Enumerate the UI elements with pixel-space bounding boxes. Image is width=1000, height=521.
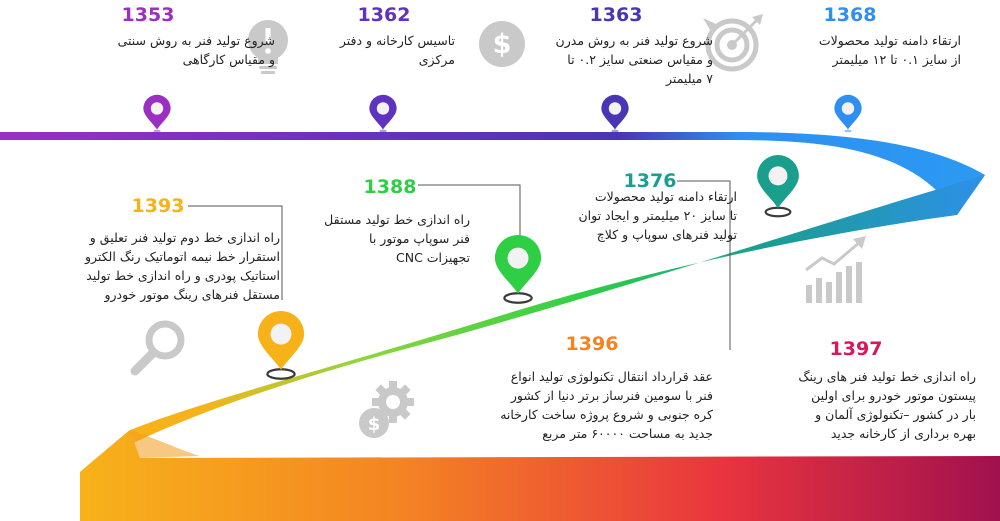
- road-middle-band: [80, 175, 985, 472]
- road: [0, 132, 1000, 521]
- lightbulb-icon: [248, 20, 288, 74]
- milestone-description-line: تجهیزات CNC: [395, 250, 470, 265]
- milestone-description-line: ۷ میلیمتر: [666, 71, 713, 86]
- milestone-description-line: استقرار خط نیمه اتوماتیک رنگ الکترو: [84, 249, 280, 264]
- milestone-year-1388: 1388: [363, 176, 417, 198]
- map-pin-icon: [369, 94, 397, 133]
- map-pin-icon: [143, 94, 171, 133]
- milestone-year-1363: 1363: [589, 4, 643, 26]
- milestone-description-1396: عقد قرارداد انتقال تکنولوژی تولید انواع ف…: [476, 367, 713, 443]
- milestone-description-line: بار در کشور –تکنولوژی آلمان و: [815, 407, 976, 422]
- svg-text:$: $: [493, 29, 512, 60]
- milestone-description-line: و مقیاس کارگاهی: [182, 52, 275, 67]
- milestone-description-line: ارتقاء دامنه تولید محصولات: [594, 189, 737, 204]
- milestone-description-line: شروع تولید فنر به روش مدرن: [555, 33, 713, 48]
- milestone-year-1396: 1396: [565, 333, 619, 355]
- connector-1393: [188, 205, 283, 300]
- milestone-description-line: جدید به مساحت ۶۰۰۰۰ متر مربع: [542, 426, 713, 441]
- milestone-description-1362: تاسیس کارخانه و دفتر مرکزی: [310, 31, 455, 69]
- milestone-year-1368: 1368: [823, 4, 877, 26]
- milestone-description-line: تاسیس کارخانه و دفتر: [339, 33, 455, 48]
- gear-dollar-icon: $: [359, 381, 414, 438]
- milestone-description-line: تا سایز ۲۰ میلیمتر و ایجاد توان: [578, 208, 737, 223]
- milestone-year-1397: 1397: [829, 338, 883, 360]
- milestone-description-line: کره جنوبی و شروع پروژه ساخت کارخانه: [500, 407, 713, 422]
- milestone-description-line: تولید فنرهای سوپاپ و کلاچ: [596, 227, 737, 242]
- milestone-description-line: از سایز ۰.۱ تا ۱۲ میلیمتر: [832, 52, 961, 67]
- connector-1388: [418, 184, 521, 236]
- map-pin-icon: [601, 94, 629, 133]
- bar-chart-icon: [805, 236, 866, 303]
- milestone-description-1397: راه اندازی خط تولید فنر های رینگ پیستون م…: [766, 367, 976, 443]
- milestone-year-1362: 1362: [357, 4, 411, 26]
- milestone-description-1368: ارتقاء دامنه تولید محصولات از سایز ۰.۱ تا…: [768, 31, 961, 69]
- milestone-description-line: شروع تولید فنر به روش سنتی: [117, 33, 275, 48]
- milestone-description-line: راه اندازی خط تولید مستقل: [324, 212, 470, 227]
- map-pin-icon: [257, 311, 305, 380]
- connector-1376: [677, 180, 731, 350]
- target-icon: [703, 14, 763, 72]
- milestone-description-1393: راه اندازی خط دوم تولید فنر تعلیق و استقر…: [48, 228, 280, 304]
- milestone-description-line: فنر سوپاپ موتور با: [369, 231, 470, 246]
- milestone-year-1376: 1376: [623, 170, 677, 192]
- milestone-description-line: عقد قرارداد انتقال تکنولوژی تولید انواع: [510, 369, 713, 384]
- dollar-coin-icon: $: [479, 21, 525, 67]
- milestone-description-line: مرکزی: [418, 52, 455, 67]
- svg-text:$: $: [368, 414, 381, 435]
- milestone-description-line: ارتقاء دامنه تولید محصولات: [818, 33, 961, 48]
- milestone-description-line: فنر با سومین فنرساز برتر دنیا از کشور: [510, 388, 713, 403]
- connectors: [188, 180, 731, 350]
- milestone-description-line: راه اندازی خط تولید فنر های رینگ: [798, 369, 976, 384]
- map-pin-icon: [494, 234, 542, 304]
- road-bottom-curve-shadow: [130, 430, 200, 458]
- milestone-description-line: و مقیاس صنعتی سایز ۰.۲ تا: [567, 52, 713, 67]
- magnifier-icon: [130, 320, 185, 376]
- milestone-description-line: مستقل فنرهای رینگ موتور خودرو: [104, 287, 280, 302]
- milestone-description-line: استاتیک پودری و راه اندازی خط تولید: [86, 268, 280, 283]
- milestone-description-line: بهره برداری از کارخانه جدید: [830, 426, 976, 441]
- milestone-description-1363: شروع تولید فنر به روش مدرن و مقیاس صنعتی …: [528, 31, 713, 88]
- map-pin-icon: [834, 94, 862, 133]
- milestone-year-1393: 1393: [131, 195, 185, 217]
- milestone-description-line: راه اندازی خط دوم تولید فنر تعلیق و: [89, 230, 280, 245]
- milestone-description-1388: راه اندازی خط تولید مستقل فنر سوپاپ موتور…: [312, 210, 470, 267]
- road-bottom-band: [80, 430, 1000, 521]
- map-pin-icon: [757, 154, 799, 218]
- milestone-description-line: پیستون موتور خودرو برای اولین: [811, 388, 976, 403]
- milestone-description-1376: ارتقاء دامنه تولید محصولات تا سایز ۲۰ میل…: [560, 187, 737, 244]
- milestone-year-1353: 1353: [121, 4, 175, 26]
- milestone-description-1353: شروع تولید فنر به روش سنتی و مقیاس کارگاه…: [75, 31, 275, 69]
